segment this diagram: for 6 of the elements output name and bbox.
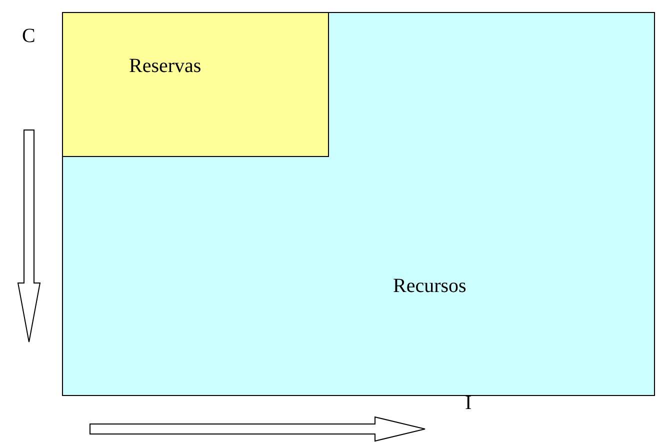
axis-label: I <box>465 392 472 415</box>
reserves-area <box>62 12 329 157</box>
area-label: Reservas <box>129 55 202 78</box>
resources-area <box>62 12 655 396</box>
area-label: Recursos <box>393 275 466 298</box>
axis-label: C <box>22 25 36 48</box>
